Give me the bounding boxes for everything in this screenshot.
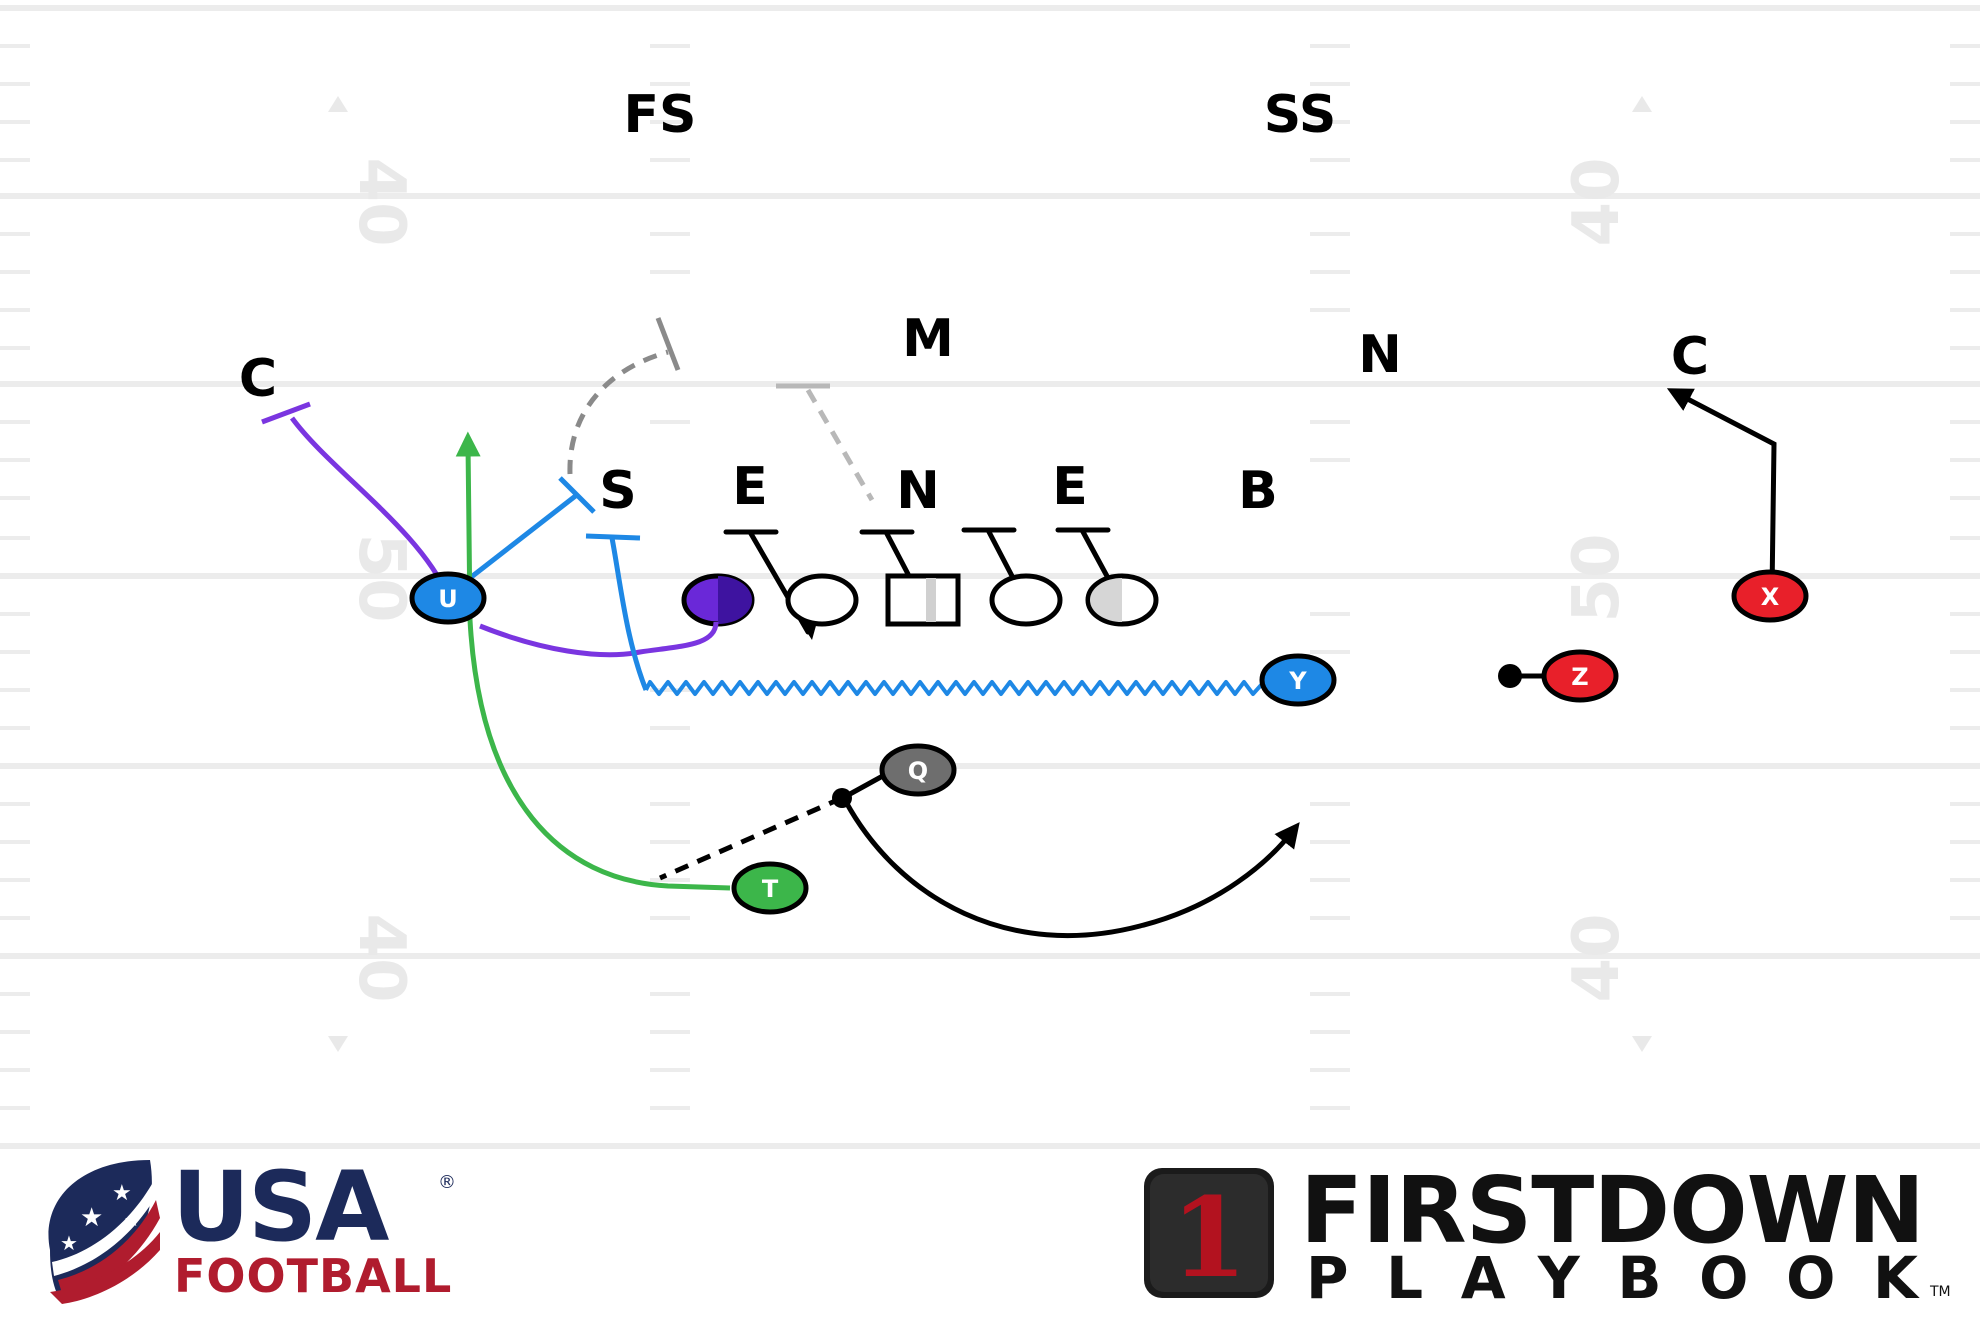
firstdown-playbook-logo: 1 FIRSTDOWN PLAYBOOK TM bbox=[1144, 1157, 1951, 1312]
player-y-label: Y bbox=[1288, 667, 1307, 695]
defender-end-left: E bbox=[732, 457, 768, 517]
yard-number-left-bottom: 40 bbox=[344, 913, 418, 1002]
firstdown-wordmark: FIRSTDOWN bbox=[1300, 1157, 1924, 1264]
player-u: U bbox=[409, 571, 487, 625]
lineman-left-tackle-shade bbox=[718, 576, 752, 624]
yard-lines bbox=[0, 5, 1980, 1149]
yard-number-right-bottom: 40 bbox=[1560, 913, 1634, 1002]
defender-nickel: N bbox=[1358, 325, 1402, 385]
block-t-corner-left bbox=[261, 401, 311, 425]
firstdown-trademark: TM bbox=[1929, 1284, 1951, 1300]
route-u-purple bbox=[289, 416, 451, 597]
block-t-sam-drop bbox=[655, 317, 681, 371]
route-u-purple-kick bbox=[479, 621, 719, 658]
player-t-label: T bbox=[762, 875, 779, 903]
svg-text:★: ★ bbox=[112, 1181, 132, 1206]
defender-nose: N bbox=[896, 461, 940, 521]
defender-end-right: E bbox=[1052, 457, 1088, 517]
route-x bbox=[1666, 388, 1777, 593]
route-t-green bbox=[455, 431, 731, 891]
hash-marks bbox=[0, 44, 1980, 1110]
player-x: X bbox=[1731, 569, 1809, 623]
defender-strong-safety: SS bbox=[1264, 85, 1337, 145]
lineman-left-guard bbox=[785, 573, 859, 627]
usa-football-logo: ★ ★ ★ ★ USA ® FOOTBALL bbox=[48, 1151, 456, 1304]
player-u-label: U bbox=[438, 585, 458, 613]
yard-number-left-mid: 50 bbox=[344, 533, 418, 622]
route-y-motion-up bbox=[609, 537, 649, 691]
defender-sam: S bbox=[599, 461, 636, 521]
defender-buck: B bbox=[1238, 461, 1278, 521]
route-q-rollout bbox=[843, 800, 1300, 939]
usa-football-wordmark: FOOTBALL bbox=[174, 1249, 452, 1303]
player-z: Z bbox=[1541, 649, 1619, 703]
player-x-label: X bbox=[1761, 583, 1780, 611]
yard-number-right-top: 40 bbox=[1560, 157, 1634, 246]
route-u-blue-block bbox=[468, 492, 580, 580]
yard-number-left-top: 40 bbox=[344, 157, 418, 246]
lineman-right-tackle-shade bbox=[1090, 578, 1122, 622]
block-t-sam bbox=[558, 476, 596, 514]
block-t-y bbox=[585, 533, 641, 541]
defender-corner-left: C bbox=[239, 349, 277, 409]
yard-arrows bbox=[328, 96, 1652, 1052]
firstdown-badge-number: 1 bbox=[1171, 1173, 1248, 1302]
linebacker-paths bbox=[567, 349, 875, 502]
player-z-label: Z bbox=[1571, 663, 1588, 691]
defender-mike: M bbox=[902, 309, 954, 369]
center-shade bbox=[926, 578, 936, 622]
lineman-right-guard bbox=[989, 573, 1063, 627]
player-q-label: Q bbox=[908, 757, 928, 785]
player-y: Y bbox=[1259, 653, 1337, 707]
usa-registered-mark: ® bbox=[438, 1172, 456, 1193]
usa-wordmark: USA bbox=[172, 1151, 389, 1263]
yard-number-right-mid: 50 bbox=[1560, 533, 1634, 622]
defender-free-safety: FS bbox=[624, 85, 697, 145]
lineman-center bbox=[885, 573, 961, 627]
player-q: Q bbox=[879, 743, 957, 797]
svg-text:★: ★ bbox=[60, 1231, 78, 1255]
defender-corner-right: C bbox=[1671, 327, 1709, 387]
offensive-line bbox=[681, 573, 1159, 627]
player-t: T bbox=[731, 861, 809, 915]
usa-football-emblem: ★ ★ ★ ★ bbox=[48, 1160, 160, 1304]
route-y-motion bbox=[644, 680, 1264, 696]
svg-text:★: ★ bbox=[80, 1203, 103, 1233]
route-q-pitch bbox=[658, 795, 844, 881]
svg-text:★: ★ bbox=[124, 1210, 140, 1231]
